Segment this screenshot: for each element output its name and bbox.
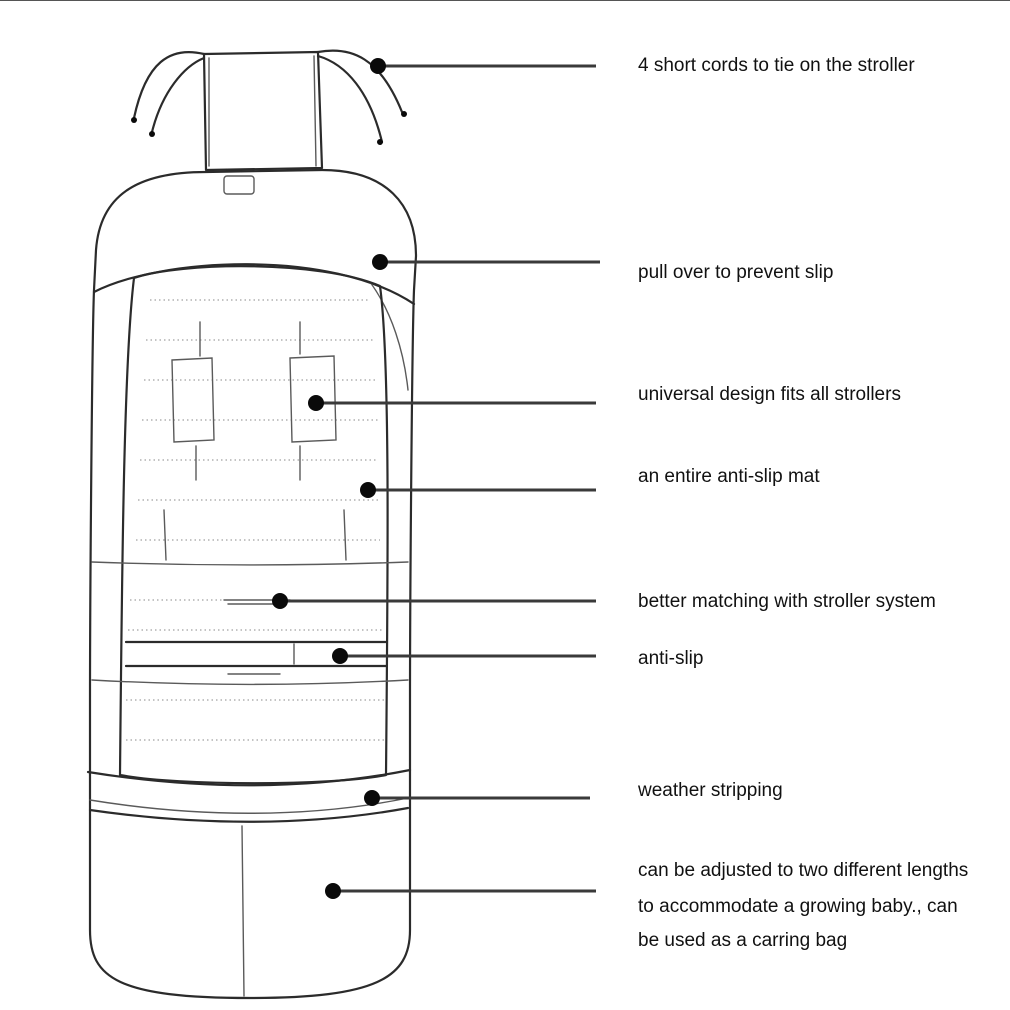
- callout-pin: [332, 648, 348, 664]
- cord-left-outer: [132, 50, 206, 120]
- cord-right-inner: [316, 54, 384, 144]
- leader-weather: [364, 790, 590, 806]
- top-border: [0, 0, 1010, 1]
- leader-pull-over: [372, 254, 600, 270]
- callout-label-mat: an entire anti-slip mat: [638, 466, 820, 487]
- leader-universal: [308, 395, 596, 411]
- seam-waist: [91, 561, 409, 566]
- anti-slip-band: [124, 640, 388, 668]
- callout-pin: [372, 254, 388, 270]
- leader-matching: [272, 593, 596, 609]
- body-outline: [88, 168, 418, 1000]
- leader-anti-slip: [332, 648, 596, 664]
- callout-label-universal: universal design fits all strollers: [638, 384, 901, 405]
- callout-pin: [325, 883, 341, 899]
- callout-label-cords: 4 short cords to tie on the stroller: [638, 55, 915, 76]
- head-flap: [202, 50, 324, 172]
- harness-left: [171, 321, 215, 481]
- leader-lengths: [325, 883, 596, 899]
- callout-label-lengths-line-2: to accommodate a growing baby., can: [638, 896, 958, 917]
- harness-right: [289, 321, 337, 481]
- bag-seam: [241, 825, 245, 997]
- callout-pin: [272, 593, 288, 609]
- callout-label-matching: better matching with stroller system: [638, 591, 936, 612]
- callout-pin: [370, 58, 386, 74]
- tag: [223, 175, 255, 195]
- callout-pin: [364, 790, 380, 806]
- cord-right-outer: [316, 49, 404, 114]
- callout-label-anti-slip: anti-slip: [638, 648, 704, 669]
- callout-label-lengths-line-3: be used as a carring bag: [638, 930, 848, 951]
- callout-label-lengths-line-1: can be adjusted to two different lengths: [638, 860, 969, 881]
- callout-pin: [360, 482, 376, 498]
- leader-mat: [360, 482, 596, 498]
- leader-cords: [370, 58, 596, 74]
- callout-label-weather: weather stripping: [638, 780, 783, 801]
- callout-pin: [308, 395, 324, 411]
- cord-left-inner: [150, 56, 206, 134]
- weather-strip-top: [86, 768, 412, 787]
- callout-label-pull-over: pull over to prevent slip: [638, 262, 834, 283]
